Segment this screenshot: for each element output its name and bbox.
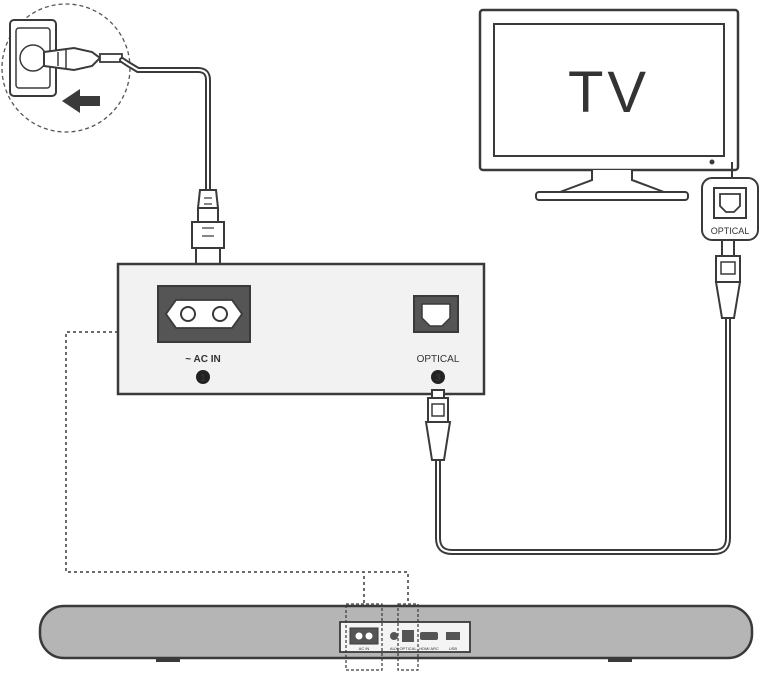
optical-number-badge: 3 <box>435 373 441 384</box>
tv-optical-label: OPTICAL <box>711 226 750 236</box>
soundbar-ac-in-port <box>349 627 379 645</box>
soundbar-port-label-ac-in: AC IN <box>359 646 370 651</box>
tv-optical-port-icon <box>719 193 741 213</box>
tv: TV <box>478 8 740 201</box>
soundbar-port-label-optical: OPTICAL <box>399 646 417 651</box>
soundbar-port-label-aux: AUX <box>390 646 399 651</box>
optical-plug-soundbar-end <box>424 389 452 461</box>
ac-in-label: ~ AC IN <box>185 354 220 365</box>
soundbar-aux-port <box>390 632 398 640</box>
power-connector <box>191 189 225 275</box>
optical-socket-icon <box>421 303 451 327</box>
optical-label: OPTICAL <box>417 354 460 365</box>
ac-in-number-badge: 1 <box>200 373 206 384</box>
soundbar-hdmi-port <box>420 632 438 640</box>
soundbar-back-panel: ~ AC IN 1 OPTICAL 3 <box>116 262 486 396</box>
callout-lines <box>65 331 409 604</box>
tv-optical-port-inset: OPTICAL <box>701 177 759 241</box>
tv-label: TV <box>568 60 650 125</box>
soundbar: AC IN AUX OPTICAL HDMI ARC USB <box>38 603 754 671</box>
optical-plug-tv-end <box>714 239 742 319</box>
soundbar-port-label-usb: USB <box>449 646 458 651</box>
power-cable <box>119 57 211 195</box>
soundbar-port-label-hdmi-arc: HDMI ARC <box>419 646 439 651</box>
wall-outlet-inset <box>1 3 131 133</box>
soundbar-optical-port <box>402 630 414 642</box>
soundbar-usb-port <box>446 632 460 640</box>
